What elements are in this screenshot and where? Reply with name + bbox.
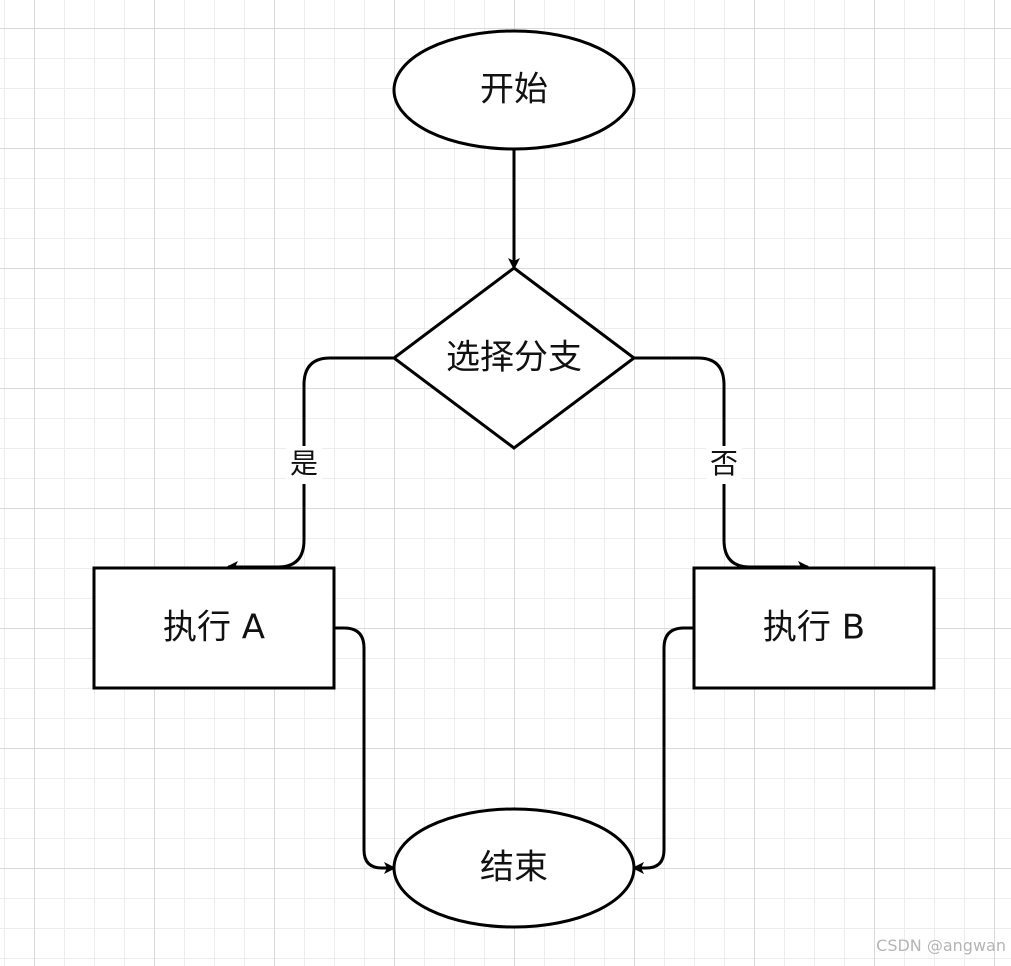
start-ellipse [392,29,636,151]
node-end[interactable]: 结束 [392,807,636,929]
decision-diamond [391,266,637,450]
node-action-a-label: 执行 A [163,608,265,648]
node-decision[interactable]: 选择分支 [391,266,637,450]
no-label-background [706,446,742,484]
node-action-b[interactable]: 执行 B [692,566,936,690]
edge-label-no: 否 [710,447,738,480]
node-start-label: 开始 [480,70,548,110]
node-action-b-label: 执行 B [763,608,865,648]
node-action-a[interactable]: 执行 A [92,566,336,690]
action-a-box [92,566,336,690]
edge-action-a-to-end [334,626,396,874]
watermark: CSDN @angwan [876,936,1006,955]
yes-label-background [286,446,322,484]
end-ellipse [392,807,636,929]
edge-action-b-to-end [632,626,694,874]
node-decision-label: 选择分支 [446,338,582,378]
node-start[interactable]: 开始 [392,29,636,151]
edge-label-yes: 是 [290,447,318,480]
action-b-box [692,566,936,690]
node-end-label: 结束 [480,848,548,888]
